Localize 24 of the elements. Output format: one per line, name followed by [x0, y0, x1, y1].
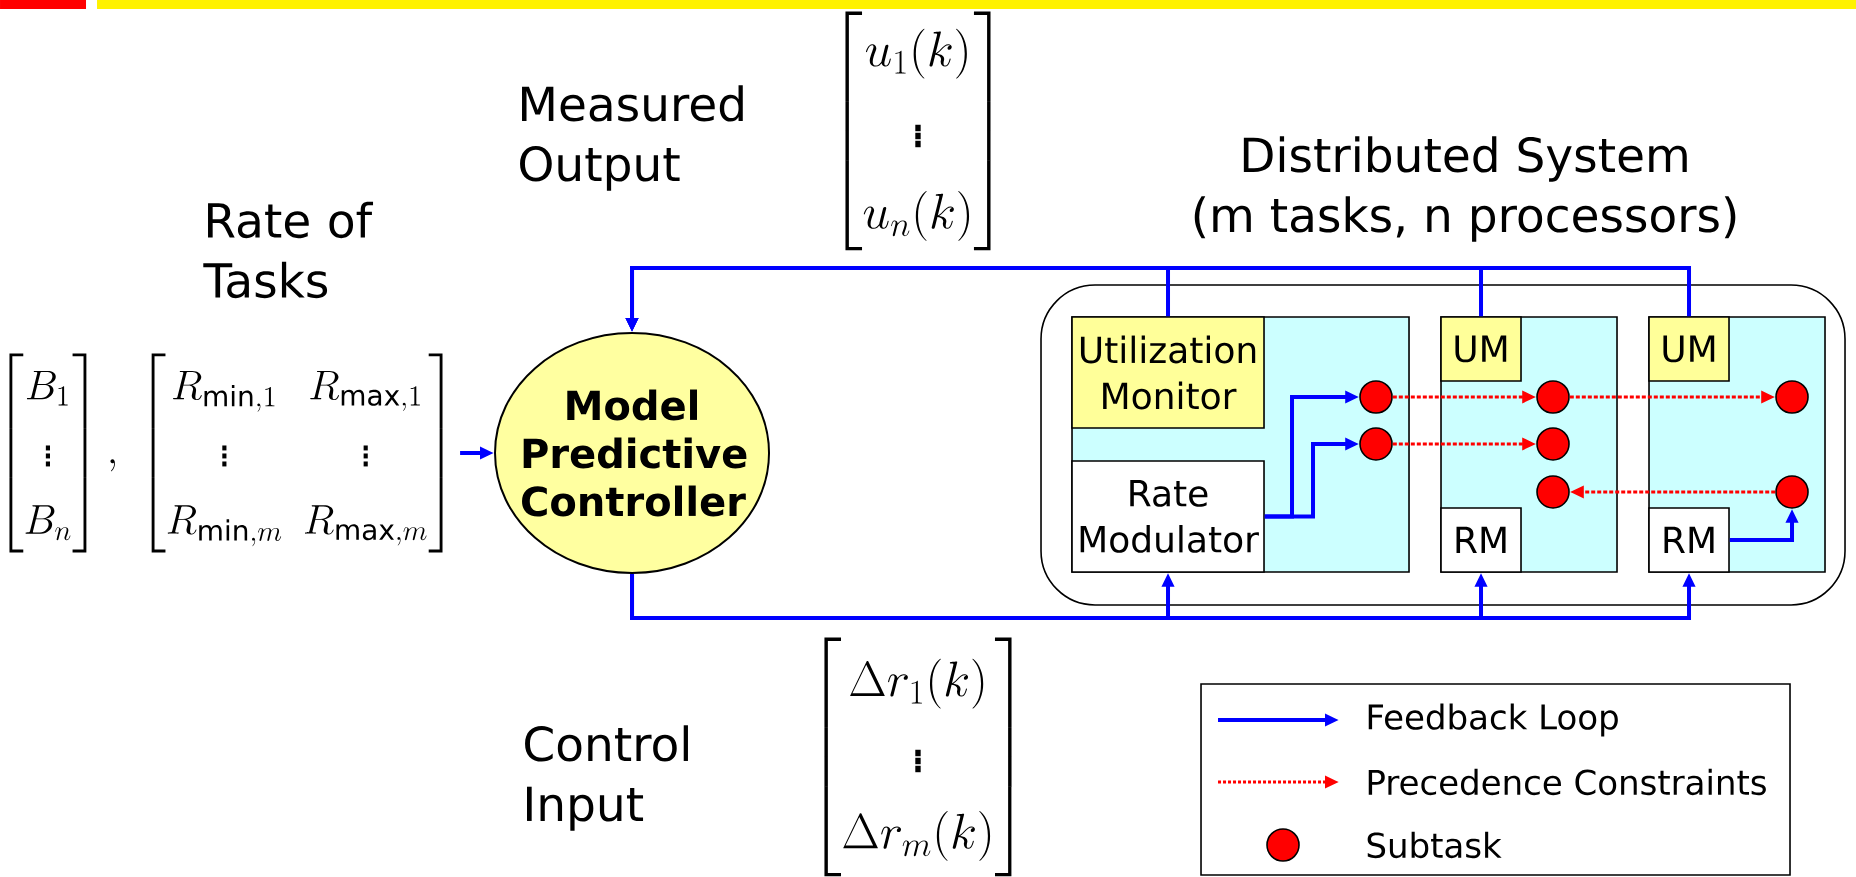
modulator-box: RM — [1648, 507, 1730, 573]
monitor-box: UM — [1648, 316, 1730, 382]
system-title: Distributed System (m tasks, n processors) — [1194, 136, 1736, 242]
monitor-box: UM — [1440, 316, 1522, 382]
input-label: Rate of Tasks — [203, 201, 374, 299]
output-label: Measured Output — [520, 85, 743, 191]
input-label: Control Input — [525, 725, 688, 831]
legend-text: Feedback Loop — [1368, 703, 1618, 737]
modulator-box: Rate Modulator — [1071, 460, 1265, 573]
subtask-circle — [1359, 380, 1393, 414]
rate-limit-matrix: $\begin{bmatrix} R_{\min,1} & R_{\max,1} \\ \vdots & \vdots \\ R_{\min,m} & R_{\max,m} \end{bmatrix}$ — [151, 353, 443, 553]
subtask-circle — [1775, 475, 1809, 509]
control-vector: $\begin{bmatrix} \Delta r_1(k) \\ \vdots \\ \Delta r_m(k) \end{bmatrix}$ — [824, 637, 1012, 877]
subtask-circle — [1536, 380, 1570, 414]
subtask-circle — [1536, 427, 1570, 461]
output-vector: $\begin{bmatrix} u_1(k) \\ \vdots \\ u_n(k) \end{bmatrix}$ — [845, 11, 991, 251]
legend-text: Subtask — [1367, 831, 1502, 859]
legend-text: Precedence Constraints — [1368, 768, 1766, 796]
modulator-box: RM — [1440, 507, 1522, 573]
subtask-circle — [1775, 380, 1809, 414]
subtask-circle — [1536, 475, 1570, 509]
bound-vector: $\begin{bmatrix} B_1 \\ \vdots \\ B_n \end{bmatrix},$ — [9, 353, 115, 553]
monitor-box: Utilization Monitor — [1071, 316, 1265, 429]
subtask-circle — [1359, 427, 1393, 461]
